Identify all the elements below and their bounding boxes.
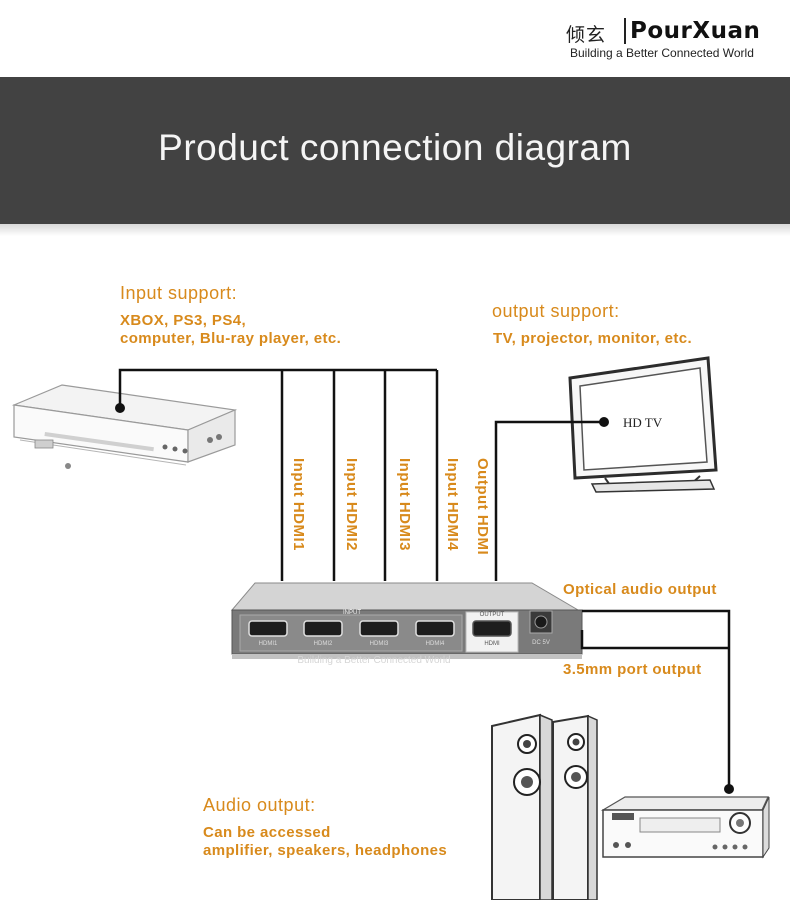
brand-separator <box>624 18 626 44</box>
switch-watermark: Building a Better Connected World <box>297 655 450 666</box>
title-banner <box>0 77 790 224</box>
hdmi-switch-device: INPUT OUTPUT HDMI1 HDMI2 HDMI3 HDMI4 HDM… <box>230 582 583 666</box>
connection-lines <box>118 368 731 789</box>
optical-audio-label: Optical audio output <box>563 581 717 598</box>
label-input-hdmi4: Input HDMI4 <box>444 458 461 551</box>
mm35-audio-line <box>580 630 729 650</box>
label-input-hdmi1: Input HDMI1 <box>290 458 307 551</box>
audio-output-heading: Audio output: <box>203 795 316 815</box>
switch-out-port-label: HDMI <box>484 641 500 647</box>
mm35-port-label: 3.5mm port output <box>563 661 702 678</box>
switch-port-label-4: HDMI4 <box>426 641 445 647</box>
output-support-heading: output support: <box>492 301 620 321</box>
brand-chinese-name: 倾玄 <box>566 24 607 46</box>
input-support-line2: computer, Blu-ray player, etc. <box>120 330 342 347</box>
switch-port-label-2: HDMI2 <box>314 641 333 647</box>
source-connection-dot <box>115 403 125 413</box>
optical-audio-line <box>582 609 731 789</box>
input-support-heading: Input support: <box>120 283 238 303</box>
input-source-line <box>118 368 437 408</box>
switch-input-label: INPUT <box>343 610 361 616</box>
amplifier-connection-dot <box>724 784 734 794</box>
audio-output-line1: Can be accessed <box>203 824 331 841</box>
switch-output-label: OUTPUT <box>480 612 505 618</box>
speakers-icon <box>491 713 598 900</box>
switch-dc-label: DC 5V <box>532 640 550 646</box>
brand-name: PourXuan <box>630 18 761 44</box>
switch-port-label-1: HDMI1 <box>259 641 278 647</box>
bluray-player-icon <box>11 384 238 469</box>
banner-shadow <box>0 224 790 236</box>
output-hdmi-line <box>494 420 604 581</box>
switch-port-label-3: HDMI3 <box>370 641 389 647</box>
label-input-hdmi3: Input HDMI3 <box>396 458 413 551</box>
tv-connection-dot <box>599 417 609 427</box>
input-support-line1: XBOX, PS3, PS4, <box>120 312 247 329</box>
output-support-line1: TV, projector, monitor, etc. <box>493 330 693 347</box>
tv-screen-text: HD TV <box>623 415 663 430</box>
hd-tv-icon <box>568 356 718 493</box>
banner-title: Product connection diagram <box>158 127 632 168</box>
amplifier-icon <box>600 796 770 859</box>
label-input-hdmi2: Input HDMI2 <box>343 458 360 551</box>
brand-slogan: Building a Better Connected World <box>570 46 754 60</box>
audio-output-line2: amplifier, speakers, headphones <box>203 842 448 859</box>
label-output-hdmi: Output HDMI <box>474 458 491 556</box>
